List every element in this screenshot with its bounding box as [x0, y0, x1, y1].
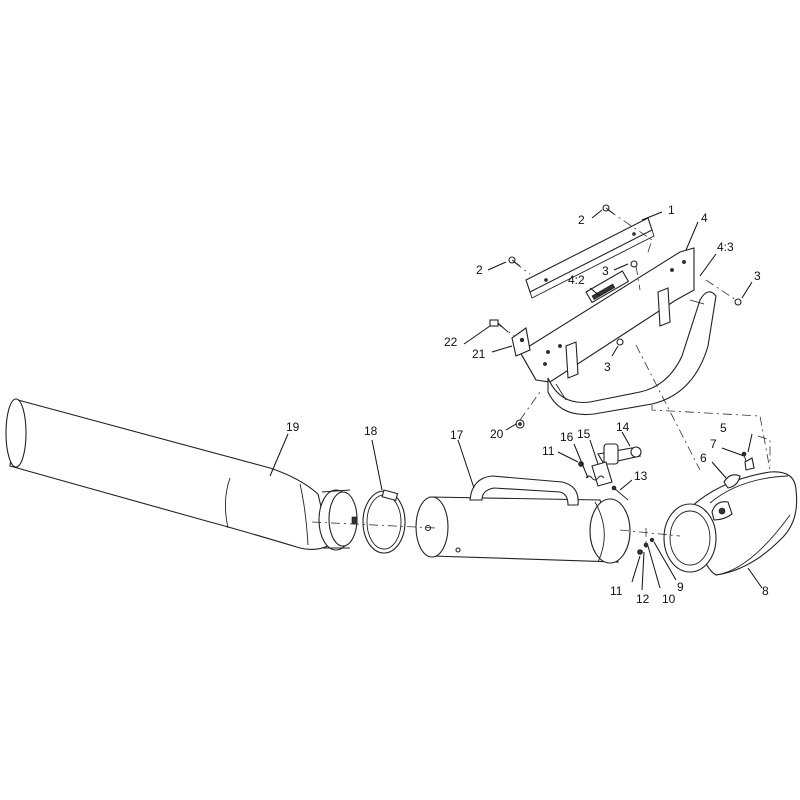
part-18-hose-clamp	[362, 489, 406, 554]
part-20-nut	[515, 419, 525, 429]
callout-22: 22	[444, 335, 458, 349]
callout-1: 1	[668, 203, 675, 217]
part-5-stop	[744, 457, 755, 471]
callout-3-lower: 3	[604, 360, 611, 374]
part-19-discharge-tube	[5, 398, 331, 551]
callout-11-lower: 11	[610, 584, 623, 598]
part-14-latch-arm	[597, 443, 642, 465]
part-21-bracket	[511, 327, 531, 357]
callout-4-2: 4:2	[568, 273, 585, 287]
callout-10: 10	[662, 592, 676, 606]
callout-6: 6	[700, 451, 707, 465]
tube-coupling-ring	[318, 489, 358, 551]
part-16-spring	[585, 475, 605, 481]
callout-20: 20	[490, 427, 504, 441]
callout-19: 19	[286, 420, 300, 434]
part-22-bolt	[489, 319, 509, 333]
callout-9: 9	[677, 580, 684, 594]
leader-lines	[269, 209, 763, 591]
callout-21: 21	[472, 347, 486, 361]
callout-2-top: 2	[578, 213, 585, 227]
callout-8: 8	[762, 584, 769, 598]
callout-14: 14	[616, 420, 630, 434]
part-1-angle-plate	[525, 217, 655, 299]
part-17-main-tube	[415, 475, 631, 564]
callout-16: 16	[560, 430, 574, 444]
callout-15: 15	[577, 427, 591, 441]
callout-17: 17	[450, 428, 464, 442]
callout-labels: 1 2 2 3 3 3 4 4:2 4:3 5 6 7 8 9 10 11 11…	[286, 203, 769, 606]
callout-13: 13	[634, 469, 648, 483]
callout-18: 18	[364, 424, 378, 438]
callout-4-3: 4:3	[717, 240, 734, 254]
callout-4: 4	[701, 211, 708, 225]
part-15-pivot-block	[591, 461, 613, 487]
part-8-elbow	[663, 471, 798, 576]
callout-12: 12	[636, 592, 650, 606]
part-13-bolt	[611, 485, 629, 501]
part-6-clip	[723, 474, 741, 489]
callout-3-right: 3	[754, 269, 761, 283]
part-4-mounting-frame	[519, 247, 717, 416]
callout-11-upper: 11	[542, 444, 555, 458]
callout-7: 7	[710, 437, 717, 451]
callout-3-upper: 3	[602, 264, 609, 278]
callout-5: 5	[720, 421, 727, 435]
callout-2-left: 2	[476, 263, 483, 277]
part-3-nuts	[616, 260, 742, 346]
assembly-centerlines	[311, 209, 771, 548]
